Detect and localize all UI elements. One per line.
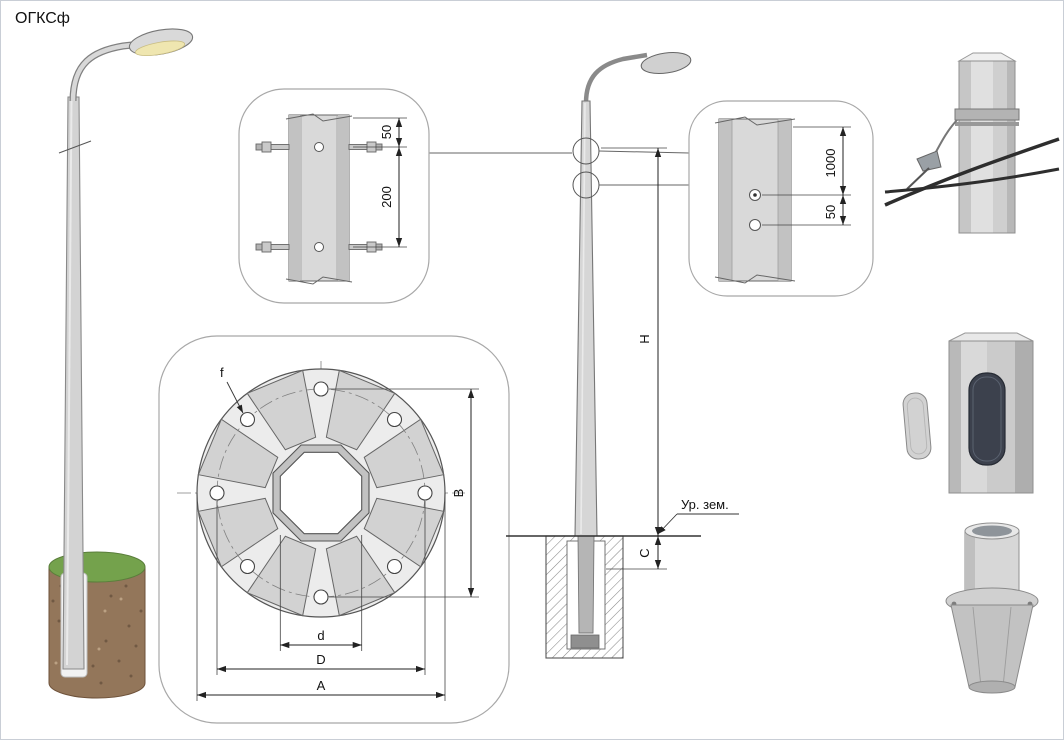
joint-hole-top [314, 142, 324, 152]
joint-shade-left [289, 115, 300, 281]
hole-upper-center [753, 193, 757, 197]
door-cover [902, 392, 932, 460]
flange-bolt-holes [209, 381, 433, 605]
joint-shade-right [338, 115, 349, 281]
pole-underground [577, 535, 595, 634]
dim-label-joint-top: 50 [379, 125, 394, 139]
callout-leader-right-1 [598, 150, 690, 154]
pole-elevation: Ур. зем. H C [506, 52, 739, 659]
hole-lower [749, 219, 761, 231]
dim-label-D: D [316, 652, 325, 667]
ground-leader [657, 513, 678, 535]
elevation-luminaire [640, 52, 692, 74]
pole-highlight [66, 98, 73, 666]
base-3d-render [945, 522, 1039, 694]
break-line-bottom [714, 274, 796, 284]
break-line-bottom [285, 276, 353, 285]
sleeve-plug [570, 634, 600, 649]
ground-level-label: Ур. зем. [681, 497, 729, 512]
pole-shaft [62, 96, 85, 670]
pole-tube-hole [279, 451, 363, 535]
flange-detail-callout: f B d D A [158, 335, 510, 724]
pole-weld-mark [58, 140, 92, 154]
clamp-3d-render [884, 52, 1060, 234]
cable-1 [884, 137, 1060, 207]
dim-label-A: A [317, 678, 326, 693]
holes-detail-callout: 1000 50 [688, 100, 874, 297]
pole-3d-render [48, 28, 194, 699]
break-line-top [285, 113, 353, 122]
joint-detail-callout: 50 200 [238, 88, 572, 304]
dim-label-1000: 1000 [823, 149, 838, 178]
luminaire [128, 28, 194, 56]
drawing-title: ОГКСф [15, 10, 70, 27]
dim-label-B: B [451, 489, 466, 498]
clamp-band [954, 108, 1020, 121]
bracket-arm [70, 41, 142, 102]
door-opening [968, 372, 1006, 466]
dim-label-C: C [637, 548, 652, 557]
break-line-top [714, 116, 796, 126]
dim-label-hole-f: f [220, 365, 224, 380]
elevation-pole-shaft [574, 100, 598, 537]
dim-label-H: H [637, 334, 652, 343]
joint-hole-bottom [314, 242, 324, 252]
dim-label-joint-spacing: 200 [379, 186, 394, 208]
base-skirt [950, 604, 1034, 688]
hole-f-leader [226, 381, 244, 414]
luminaire-lens [135, 40, 186, 56]
door-3d-render [902, 332, 1034, 494]
base-tube-hole [972, 525, 1012, 537]
wedge-clamp [916, 150, 942, 172]
elevation-bracket-arm [583, 52, 648, 104]
cable-2 [884, 167, 1060, 194]
dim-label-d: d [317, 628, 324, 643]
door-pole [948, 340, 1034, 494]
bracket-arm-outline [69, 40, 142, 102]
dim-label-50: 50 [823, 205, 838, 219]
clamp-pole [958, 60, 1016, 234]
